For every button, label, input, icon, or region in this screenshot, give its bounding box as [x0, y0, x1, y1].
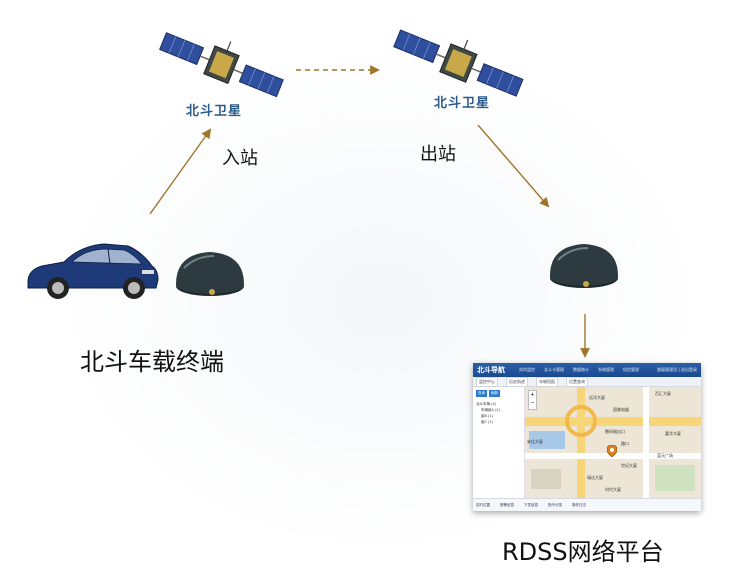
platform-tab[interactable]: 位置查询 [566, 376, 588, 387]
platform-tabs: 监控中心 历史轨迹 车辆短报 位置查询 [473, 376, 701, 387]
vehicle-marker-icon[interactable] [607, 445, 617, 457]
map-zoom-control[interactable]: +− [528, 390, 537, 410]
footer-tab[interactable]: 下发信息 [524, 502, 538, 507]
map-poi-label: 瑞达大厦 [587, 475, 603, 480]
tree-item[interactable]: 组B (1) [481, 414, 493, 418]
footer-tab[interactable]: 操作日志 [572, 502, 586, 507]
map-poi-label: 嘉华大厦 [665, 431, 681, 436]
satellite-icon [393, 29, 524, 97]
satellite-icon [159, 32, 284, 98]
platform-nav-item[interactable]: 北斗卡管理 [544, 367, 564, 372]
platform-header: 北斗导航 实时监控 北斗卡管理 数据统计 系统管理 短信管理 超级管理员 | 退… [473, 363, 701, 377]
platform-footer-tabs: 实时位置 报警信息 下发信息 指令记录 操作日志 [473, 498, 701, 511]
footer-tab[interactable]: 指令记录 [548, 502, 562, 507]
platform-sidebar: 查询 刷新 北斗车辆 (4) 车辆组A (2) 组B (1) 组C (1) [473, 387, 525, 499]
platform-label: RDSS网络平台 [502, 538, 664, 566]
downlink-label: 出站 [420, 144, 456, 165]
uplink-arrow [149, 128, 212, 215]
platform-app-title: 北斗导航 [477, 366, 505, 374]
tree-item[interactable]: 组C (1) [481, 420, 494, 424]
tree-item[interactable]: 北斗车辆 (4) [476, 402, 497, 406]
platform-nav-item[interactable]: 数据统计 [573, 367, 589, 372]
platform-tab[interactable]: 车辆短报 [536, 376, 558, 387]
map-poi-label: 国美电器 [613, 407, 629, 412]
map-poi-label: 数码城出口 [605, 429, 625, 434]
platform-tab[interactable]: 监控中心 [476, 376, 498, 387]
car-icon [27, 243, 159, 299]
satellite-label-left: 北斗卫星 [186, 104, 243, 119]
downlink-arrow [477, 124, 550, 208]
platform-tab[interactable]: 历史轨迹 [506, 376, 528, 387]
map-poi-label: 安佳大厦 [527, 439, 543, 444]
map-poi-label: 百汇大厦 [655, 391, 671, 396]
platform-user-info[interactable]: 超级管理员 | 退出登录 [657, 367, 697, 372]
map-poi-label: 路口 [621, 441, 629, 446]
platform-nav-item[interactable]: 实时监控 [519, 367, 535, 372]
map-poi-label: 时代大厦 [605, 487, 621, 492]
footer-tab[interactable]: 报警信息 [500, 502, 514, 507]
platform-vehicle-tree: 北斗车辆 (4) 车辆组A (2) 组B (1) 组C (1) [476, 401, 521, 425]
footer-tab[interactable]: 实时位置 [476, 502, 490, 507]
satellite-label-right: 北斗卫星 [434, 96, 491, 111]
beidou-satellite-left: 北斗卫星 [158, 30, 286, 126]
tree-item[interactable]: 车辆组A (2) [481, 408, 500, 412]
platform-refresh-button[interactable]: 刷新 [489, 390, 500, 397]
platform-nav-item[interactable]: 短信管理 [623, 367, 639, 372]
map-poi-label: 世纪大厦 [621, 463, 637, 468]
rdss-platform-screenshot: 北斗导航 实时监控 北斗卡管理 数据统计 系统管理 短信管理 超级管理员 | 退… [473, 363, 701, 511]
terminal-label: 北斗车载终端 [80, 348, 224, 376]
platform-nav-item[interactable]: 系统管理 [598, 367, 614, 372]
terminal-antenna-icon [176, 252, 244, 296]
uplink-label: 入站 [222, 148, 258, 169]
platform-map[interactable]: 远洋大厦 百汇大厦 国美电器 数码城出口 路口 安佳大厦 世纪大厦 瑞达大厦 嘉… [525, 387, 701, 499]
platform-query-button[interactable]: 查询 [476, 390, 487, 397]
map-poi-label: 远洋大厦 [589, 395, 605, 400]
map-roads [525, 387, 701, 499]
beidou-satellite-right: 北斗卫星 [390, 28, 526, 124]
ground-antenna-icon [550, 244, 618, 288]
map-poi-label: 蓝天广场 [657, 453, 673, 458]
